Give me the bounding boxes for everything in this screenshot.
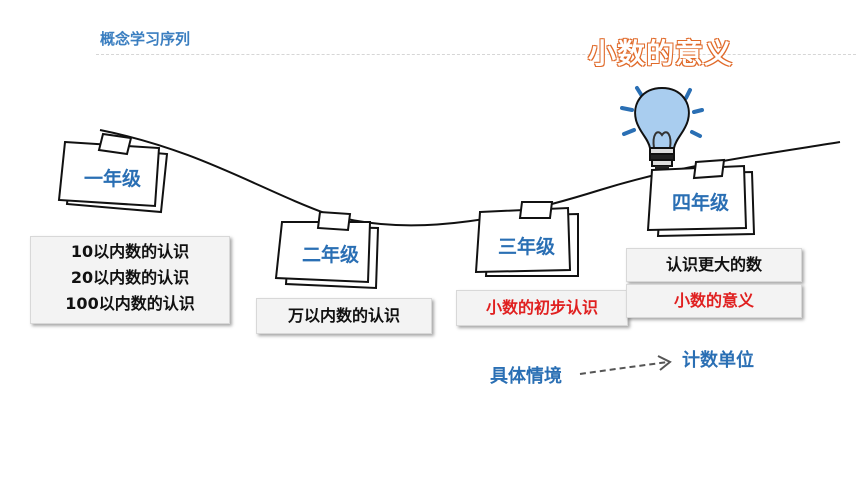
grade-1-label: 一年级 bbox=[84, 168, 142, 190]
topic-item: 小数的意义 bbox=[673, 291, 754, 310]
flow-from-label: 具体情境 bbox=[490, 366, 562, 387]
grade-3-note bbox=[474, 201, 579, 277]
grade-3-label: 三年级 bbox=[498, 236, 556, 258]
grade-2-label: 二年级 bbox=[302, 244, 360, 266]
page-title: 概念学习序列 bbox=[100, 30, 191, 48]
dashed-arrow-icon bbox=[579, 355, 672, 375]
grade-2-note bbox=[274, 210, 380, 290]
grade-2-topics: 万以内数的认识 bbox=[256, 298, 432, 334]
grade-1-note bbox=[57, 132, 169, 214]
grade-4-label: 四年级 bbox=[672, 192, 730, 214]
header-divider bbox=[96, 54, 856, 55]
light-bulb-icon bbox=[620, 86, 704, 171]
topic-item: 万以内数的认识 bbox=[287, 306, 400, 325]
flow-to-label: 计数单位 bbox=[682, 350, 754, 371]
topic-item: 认识更大的数 bbox=[665, 255, 762, 274]
topic-title: 小数的意义 bbox=[588, 37, 734, 70]
topic-item: 10以内数的认识 bbox=[70, 242, 190, 261]
topic-item: 100以内数的认识 bbox=[65, 294, 195, 313]
grade-4-topic-2: 小数的意义 bbox=[626, 284, 802, 318]
grade-3-topics: 小数的初步认识 bbox=[456, 290, 628, 326]
grade-4-topic-1: 认识更大的数 bbox=[626, 248, 802, 282]
topic-item: 20以内数的认识 bbox=[70, 268, 190, 287]
topic-item: 小数的初步认识 bbox=[485, 298, 598, 317]
grade-1-topics: 10以内数的认识 20以内数的认识 100以内数的认识 bbox=[30, 236, 230, 324]
grade-4-note bbox=[646, 158, 756, 238]
